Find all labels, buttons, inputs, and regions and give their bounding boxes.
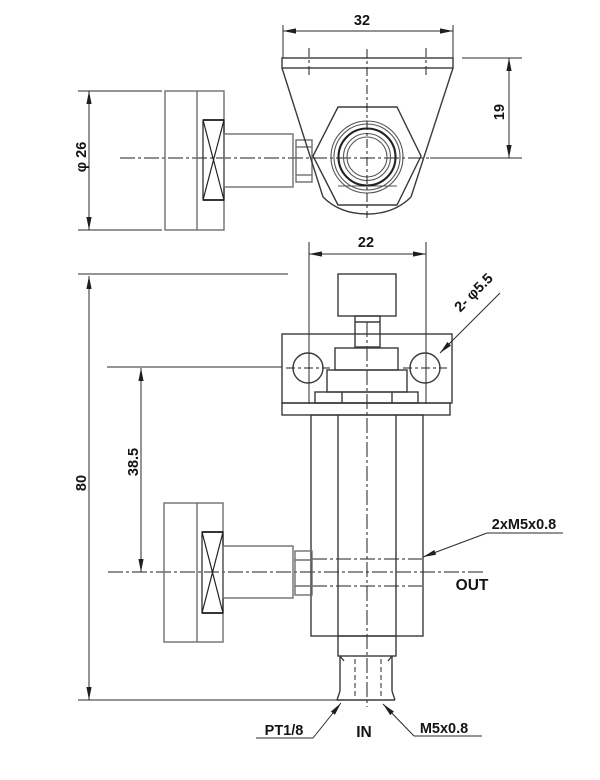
bonnet-stack: [314, 347, 419, 404]
dim-80: 80: [74, 273, 345, 701]
front-view: [108, 273, 486, 707]
upper-side-view: [120, 90, 522, 231]
bracket-top-view: [281, 48, 454, 218]
stem-front: [354, 315, 381, 348]
inlet-taper-thread-label: PT1/8: [265, 723, 304, 739]
outlet-thread-label: 2xM5x0.8: [492, 517, 557, 533]
stem-side: [223, 133, 294, 188]
dim-22-label: 22: [358, 235, 374, 251]
knob-front: [337, 273, 397, 317]
dim-38-5: 38.5: [107, 366, 282, 572]
inlet-port-label: IN: [356, 724, 372, 741]
dim-80-label: 80: [74, 475, 90, 491]
dim-38-5-label: 38.5: [126, 448, 142, 476]
hex-collar-side: [295, 139, 313, 183]
callout-inlet-thread: M5x0.8: [382, 703, 482, 737]
dim-32: 32: [282, 13, 454, 58]
dim-19: 19: [462, 57, 522, 158]
dim-19-label: 19: [492, 104, 508, 120]
dim-22: 22: [308, 235, 427, 404]
dim-32-label: 32: [354, 13, 370, 29]
dim-phi26: φ 26: [74, 90, 162, 231]
callout-outlet-thread: 2xM5x0.8: [422, 517, 563, 558]
mounting-holes-label: 2- φ5.5: [452, 271, 497, 316]
side-knob-front-view: [163, 502, 313, 643]
inlet-stub: [336, 635, 397, 701]
callout-inlet-taper-thread: PT1/8: [256, 702, 342, 739]
inlet-thread-label: M5x0.8: [420, 721, 468, 737]
adjuster-cross-box: [202, 119, 225, 201]
callout-mounting-holes: 2- φ5.5: [439, 271, 501, 354]
outlet-port-label: OUT: [456, 577, 489, 594]
knob-side: [164, 90, 225, 231]
mounting-plate-foot: [281, 402, 451, 416]
dim-phi26-label: φ 26: [74, 142, 90, 173]
hex-nut: [312, 106, 422, 206]
